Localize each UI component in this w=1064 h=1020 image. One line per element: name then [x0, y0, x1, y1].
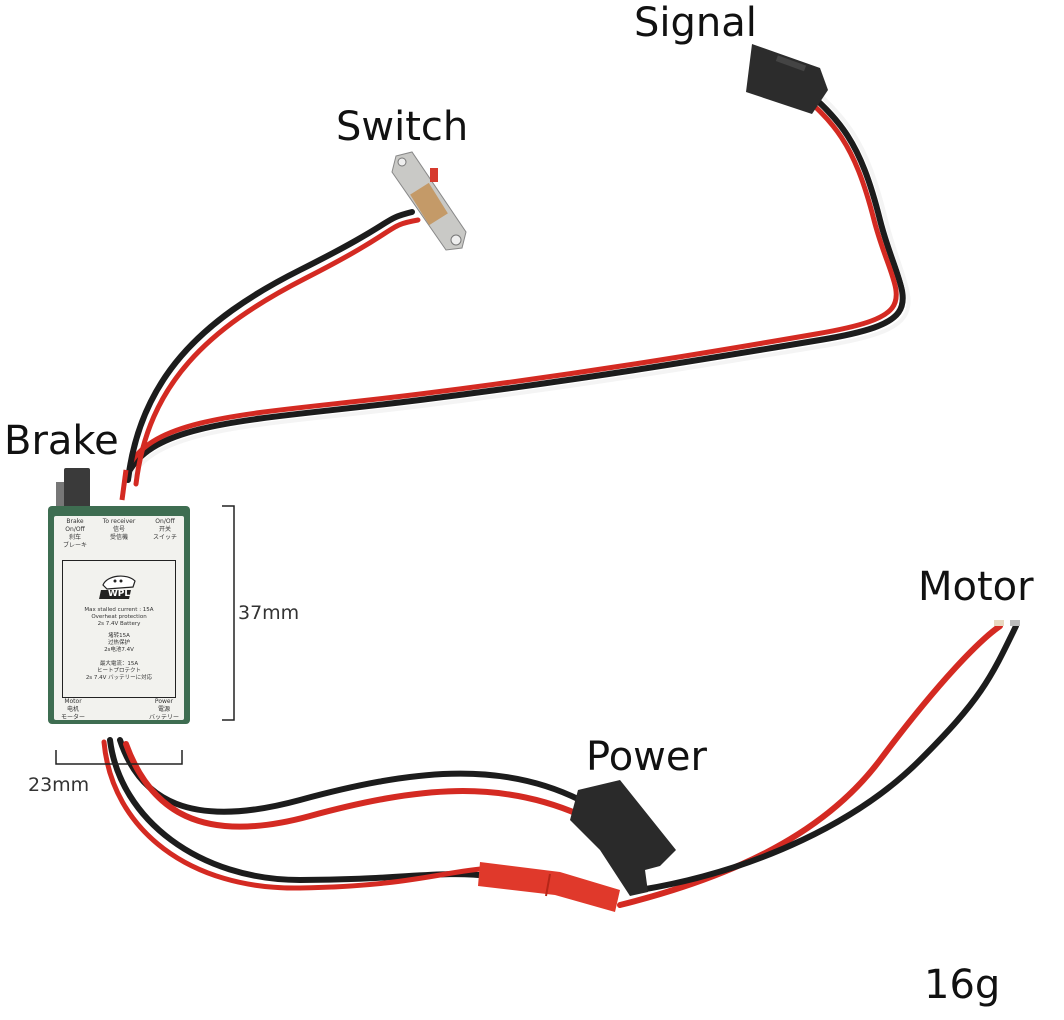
label-line: To receiver — [102, 518, 136, 525]
label-receiver-port: To receiver 信号 受信機 — [94, 518, 144, 542]
label-line: スイッチ — [152, 534, 177, 541]
label-line: On/Off — [65, 526, 85, 533]
label-motor-port: Motor 电机 モーター — [56, 698, 90, 722]
motor-cable — [101, 623, 1019, 908]
label-line: 电机 — [66, 706, 79, 713]
spec-line: 堵转15A — [108, 633, 130, 639]
spec-chinese: 堵转15A 过热保护 2s电池7.4V — [63, 633, 175, 654]
label-line: モーター — [60, 714, 85, 721]
spec-line: ヒートプロテクト — [96, 668, 141, 674]
spec-english: Max stalled current : 15A Overheat prote… — [63, 607, 175, 628]
spec-line: 最大電流：15A — [99, 661, 139, 667]
callout-switch: Switch — [336, 104, 469, 150]
label-line: 开关 — [158, 526, 171, 533]
label-line: On/Off — [155, 518, 175, 525]
callout-power: Power — [586, 734, 707, 780]
signal-cable — [127, 80, 911, 478]
weight-label: 16g — [924, 962, 1001, 1008]
dimension-bracket-height — [222, 505, 235, 721]
label-switch-port: On/Off 开关 スイッチ — [148, 518, 182, 542]
dimension-width-label: 23mm — [28, 774, 90, 796]
wpl-logo-icon — [99, 575, 136, 599]
spec-line: 2s电池7.4V — [104, 647, 134, 653]
dimension-height-label: 37mm — [238, 602, 300, 624]
spec-japanese: 最大電流：15A ヒートプロテクト 2s 7.4V バッテリーに対応 — [63, 661, 175, 682]
label-line: 信号 — [112, 526, 125, 533]
label-power-port: Power 電源 バッテリー — [146, 698, 182, 722]
esc-board: Brake On/Off 刹车 ブレーキ To receiver 信号 受信機 … — [48, 506, 190, 724]
brand-logo-text: WPL — [107, 589, 131, 599]
callout-motor: Motor — [918, 564, 1034, 610]
motor-wire-tips — [994, 620, 1020, 626]
callout-brake: Brake — [4, 418, 119, 464]
spec-line: Max stalled current : 15A — [84, 607, 154, 613]
label-line: Power — [154, 698, 174, 705]
brake-cable — [119, 469, 129, 501]
spec-line: 过热保护 — [107, 640, 130, 646]
signal-connector — [746, 44, 828, 114]
esc-label: Brake On/Off 刹车 ブレーキ To receiver 信号 受信機 … — [54, 516, 184, 722]
label-line: 刹车 — [68, 534, 81, 541]
label-line: 受信機 — [109, 534, 128, 541]
brake-jumper — [56, 468, 90, 508]
switch-cable — [125, 209, 421, 487]
spec-box: WPL Max stalled current : 15A Overheat p… — [62, 560, 176, 698]
label-line: Motor — [64, 698, 82, 705]
power-cable — [117, 737, 583, 830]
jst-connector — [478, 862, 620, 912]
slide-switch — [391, 151, 467, 251]
dimension-bracket-width — [55, 750, 183, 765]
label-line: ブレーキ — [62, 542, 87, 549]
label-line: 電源 — [157, 706, 170, 713]
power-connector — [570, 780, 676, 896]
label-brake-port: Brake On/Off 刹车 ブレーキ — [58, 518, 92, 550]
label-line: バッテリー — [148, 714, 179, 721]
callout-signal: Signal — [634, 0, 757, 46]
spec-line: 2s 7.4V Battery — [97, 621, 141, 627]
spec-line: Overheat protection — [91, 614, 147, 620]
spec-line: 2s 7.4V バッテリーに対応 — [85, 675, 153, 681]
label-line: Brake — [66, 518, 84, 525]
